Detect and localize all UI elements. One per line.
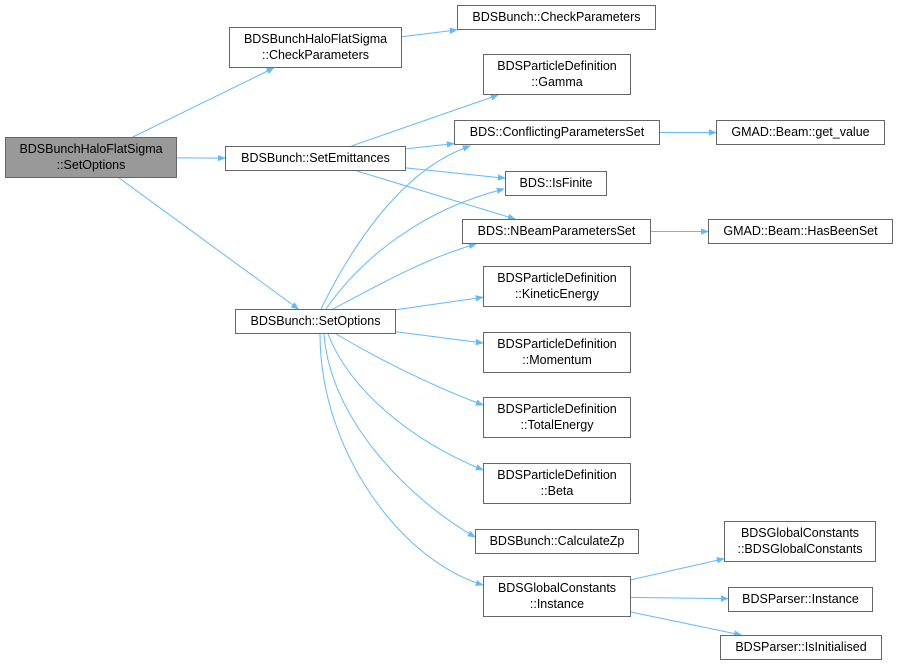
edge-root-to-bunch_setoptions [118, 177, 300, 310]
node-label-line: ::SetOptions [56, 157, 126, 172]
node-isfinite[interactable]: BDS::IsFinite [505, 171, 607, 196]
edge-bunch_setoptions-to-conflicting [320, 145, 471, 310]
edge-bunch_setoptions-to-nbeam [332, 242, 477, 310]
node-label-line: BDSParticleDefinition [497, 468, 617, 482]
node-gamma[interactable]: BDSParticleDefinition::Gamma [483, 54, 631, 95]
node-label-line: BDSBunch::SetEmittances [241, 150, 390, 165]
node-label-line: BDSBunch::SetOptions [250, 313, 381, 328]
node-label-line: ::Momentum [522, 352, 592, 367]
node-halo-check[interactable]: BDSBunchHaloFlatSigma::CheckParameters [229, 27, 402, 68]
node-label-line: GMAD::Beam::get_value [731, 124, 870, 139]
node-label-line: BDSParser::IsInitialised [735, 639, 867, 654]
node-label-line: ::Gamma [531, 74, 583, 89]
edge-bunch_setoptions-to-kinetic [395, 295, 484, 311]
edge-bunch_setoptions-to-isfinite [325, 187, 505, 310]
node-beta[interactable]: BDSParticleDefinition::Beta [483, 463, 631, 504]
edge-bunch_setoptions-to-calczp [323, 333, 476, 538]
node-label-line: ::TotalEnergy [520, 417, 594, 432]
node-label-line: BDSBunchHaloFlatSigma [243, 32, 388, 46]
node-label-line: ::KineticEnergy [514, 286, 600, 301]
node-label-line: BDSParser::Instance [742, 591, 859, 606]
node-parser-init[interactable]: BDSParser::IsInitialised [720, 635, 882, 660]
node-label-line: BDSParticleDefinition [497, 271, 617, 285]
node-get-value[interactable]: GMAD::Beam::get_value [716, 120, 885, 145]
node-label-line: BDSParticleDefinition [497, 337, 617, 351]
node-gc-instance[interactable]: BDSGlobalConstants::Instance [483, 576, 631, 617]
node-gc-ctor[interactable]: BDSGlobalConstants::BDSGlobalConstants [724, 521, 876, 562]
node-label-line: BDSParticleDefinition [497, 59, 617, 73]
node-label-line: ::BDSGlobalConstants [737, 541, 863, 556]
edge-halo_check-to-bunch_check [401, 27, 458, 38]
node-label-line: BDS::NBeamParametersSet [477, 223, 636, 238]
node-label-line: BDSBunch::CalculateZp [489, 533, 625, 548]
node-label-line: ::Instance [529, 596, 585, 611]
edge-set_emittances-to-gamma [351, 94, 499, 147]
edge-bunch_setoptions-to-momentum [395, 331, 484, 346]
node-label-line: BDSBunchHaloFlatSigma [19, 142, 163, 156]
node-label-line: BDSParticleDefinition [497, 402, 617, 416]
edge-set_emittances-to-conflicting [405, 141, 455, 150]
node-total[interactable]: BDSParticleDefinition::TotalEnergy [483, 397, 631, 438]
node-label-line: GMAD::Beam::HasBeenSet [723, 223, 878, 238]
edge-gc_instance-to-parser_init [630, 611, 742, 637]
node-label-line: BDSGlobalConstants [497, 581, 617, 595]
node-label-line: BDSBunch::CheckParameters [472, 9, 641, 24]
edge-bunch_setoptions-to-beta [327, 333, 484, 471]
node-bunch-check[interactable]: BDSBunch::CheckParameters [457, 5, 656, 30]
node-bunch-setoptions[interactable]: BDSBunch::SetOptions [235, 309, 396, 334]
node-momentum[interactable]: BDSParticleDefinition::Momentum [483, 332, 631, 373]
node-nbeam[interactable]: BDS::NBeamParametersSet [462, 219, 651, 244]
edge-bunch_setoptions-to-total [335, 333, 484, 406]
edge-gc_instance-to-parser_instance [630, 595, 729, 602]
node-root[interactable]: BDSBunchHaloFlatSigma::SetOptions [5, 137, 177, 178]
node-hasbeenset[interactable]: GMAD::Beam::HasBeenSet [708, 219, 893, 244]
node-parser-instance[interactable]: BDSParser::Instance [728, 587, 873, 612]
edge-set_emittances-to-nbeam [356, 170, 516, 220]
node-label-line: ::CheckParameters [262, 47, 369, 62]
edge-root-to-halo_check [132, 67, 275, 138]
edge-set_emittances-to-isfinite [405, 167, 506, 181]
edge-gc_instance-to-gc_ctor [630, 557, 725, 581]
node-set-emittances[interactable]: BDSBunch::SetEmittances [225, 146, 406, 171]
node-label-line: BDS::ConflictingParametersSet [469, 124, 645, 139]
node-kinetic[interactable]: BDSParticleDefinition::KineticEnergy [483, 266, 631, 307]
node-conflicting[interactable]: BDS::ConflictingParametersSet [454, 120, 660, 145]
node-label-line: BDS::IsFinite [519, 175, 593, 190]
node-label-line: ::Beta [540, 483, 574, 498]
edge-bunch_setoptions-to-gc_instance [319, 333, 484, 586]
node-label-line: BDSGlobalConstants [740, 526, 860, 540]
node-calczp[interactable]: BDSBunch::CalculateZp [475, 529, 639, 554]
